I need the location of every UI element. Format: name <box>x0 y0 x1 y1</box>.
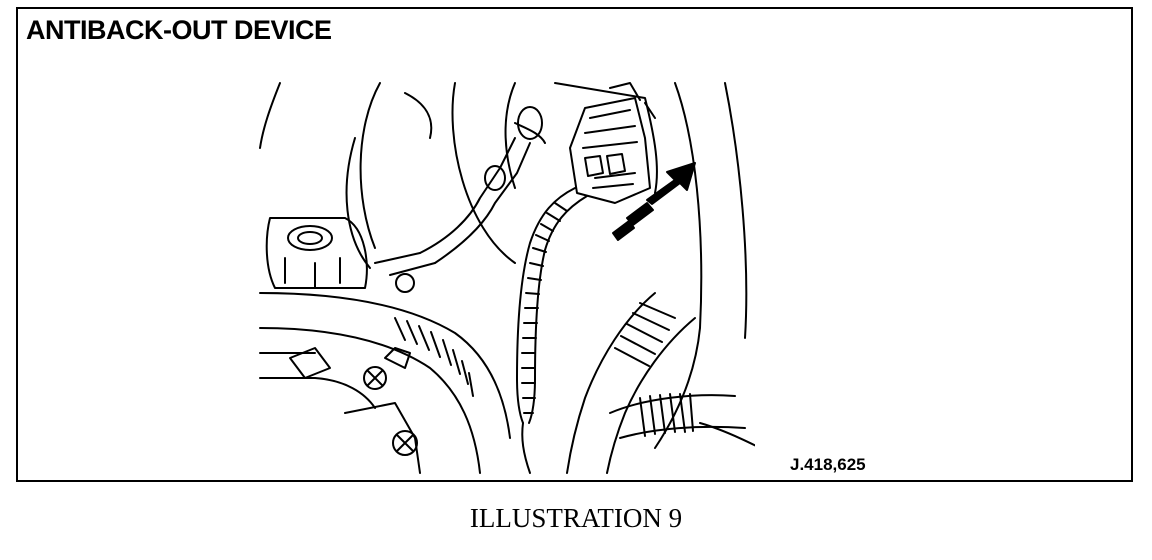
part-number-label: J.418,625 <box>790 455 866 474</box>
engine-housing-outline <box>259 82 748 449</box>
figure-frame <box>16 7 1133 482</box>
engine-connector-line-drawing <box>259 82 755 474</box>
bolts-and-bracket <box>289 273 421 474</box>
mounting-block <box>265 217 368 289</box>
figure-title: ANTIBACK-OUT DEVICE <box>26 15 332 45</box>
illustration-caption: ILLUSTRATION 9 <box>469 503 683 533</box>
vacuum-tubes <box>374 106 546 276</box>
hoses <box>259 292 746 474</box>
wiring-harness <box>516 187 588 474</box>
arrow-up-right-icon <box>612 162 696 241</box>
electrical-connector <box>569 82 656 204</box>
leader-line <box>699 422 755 447</box>
